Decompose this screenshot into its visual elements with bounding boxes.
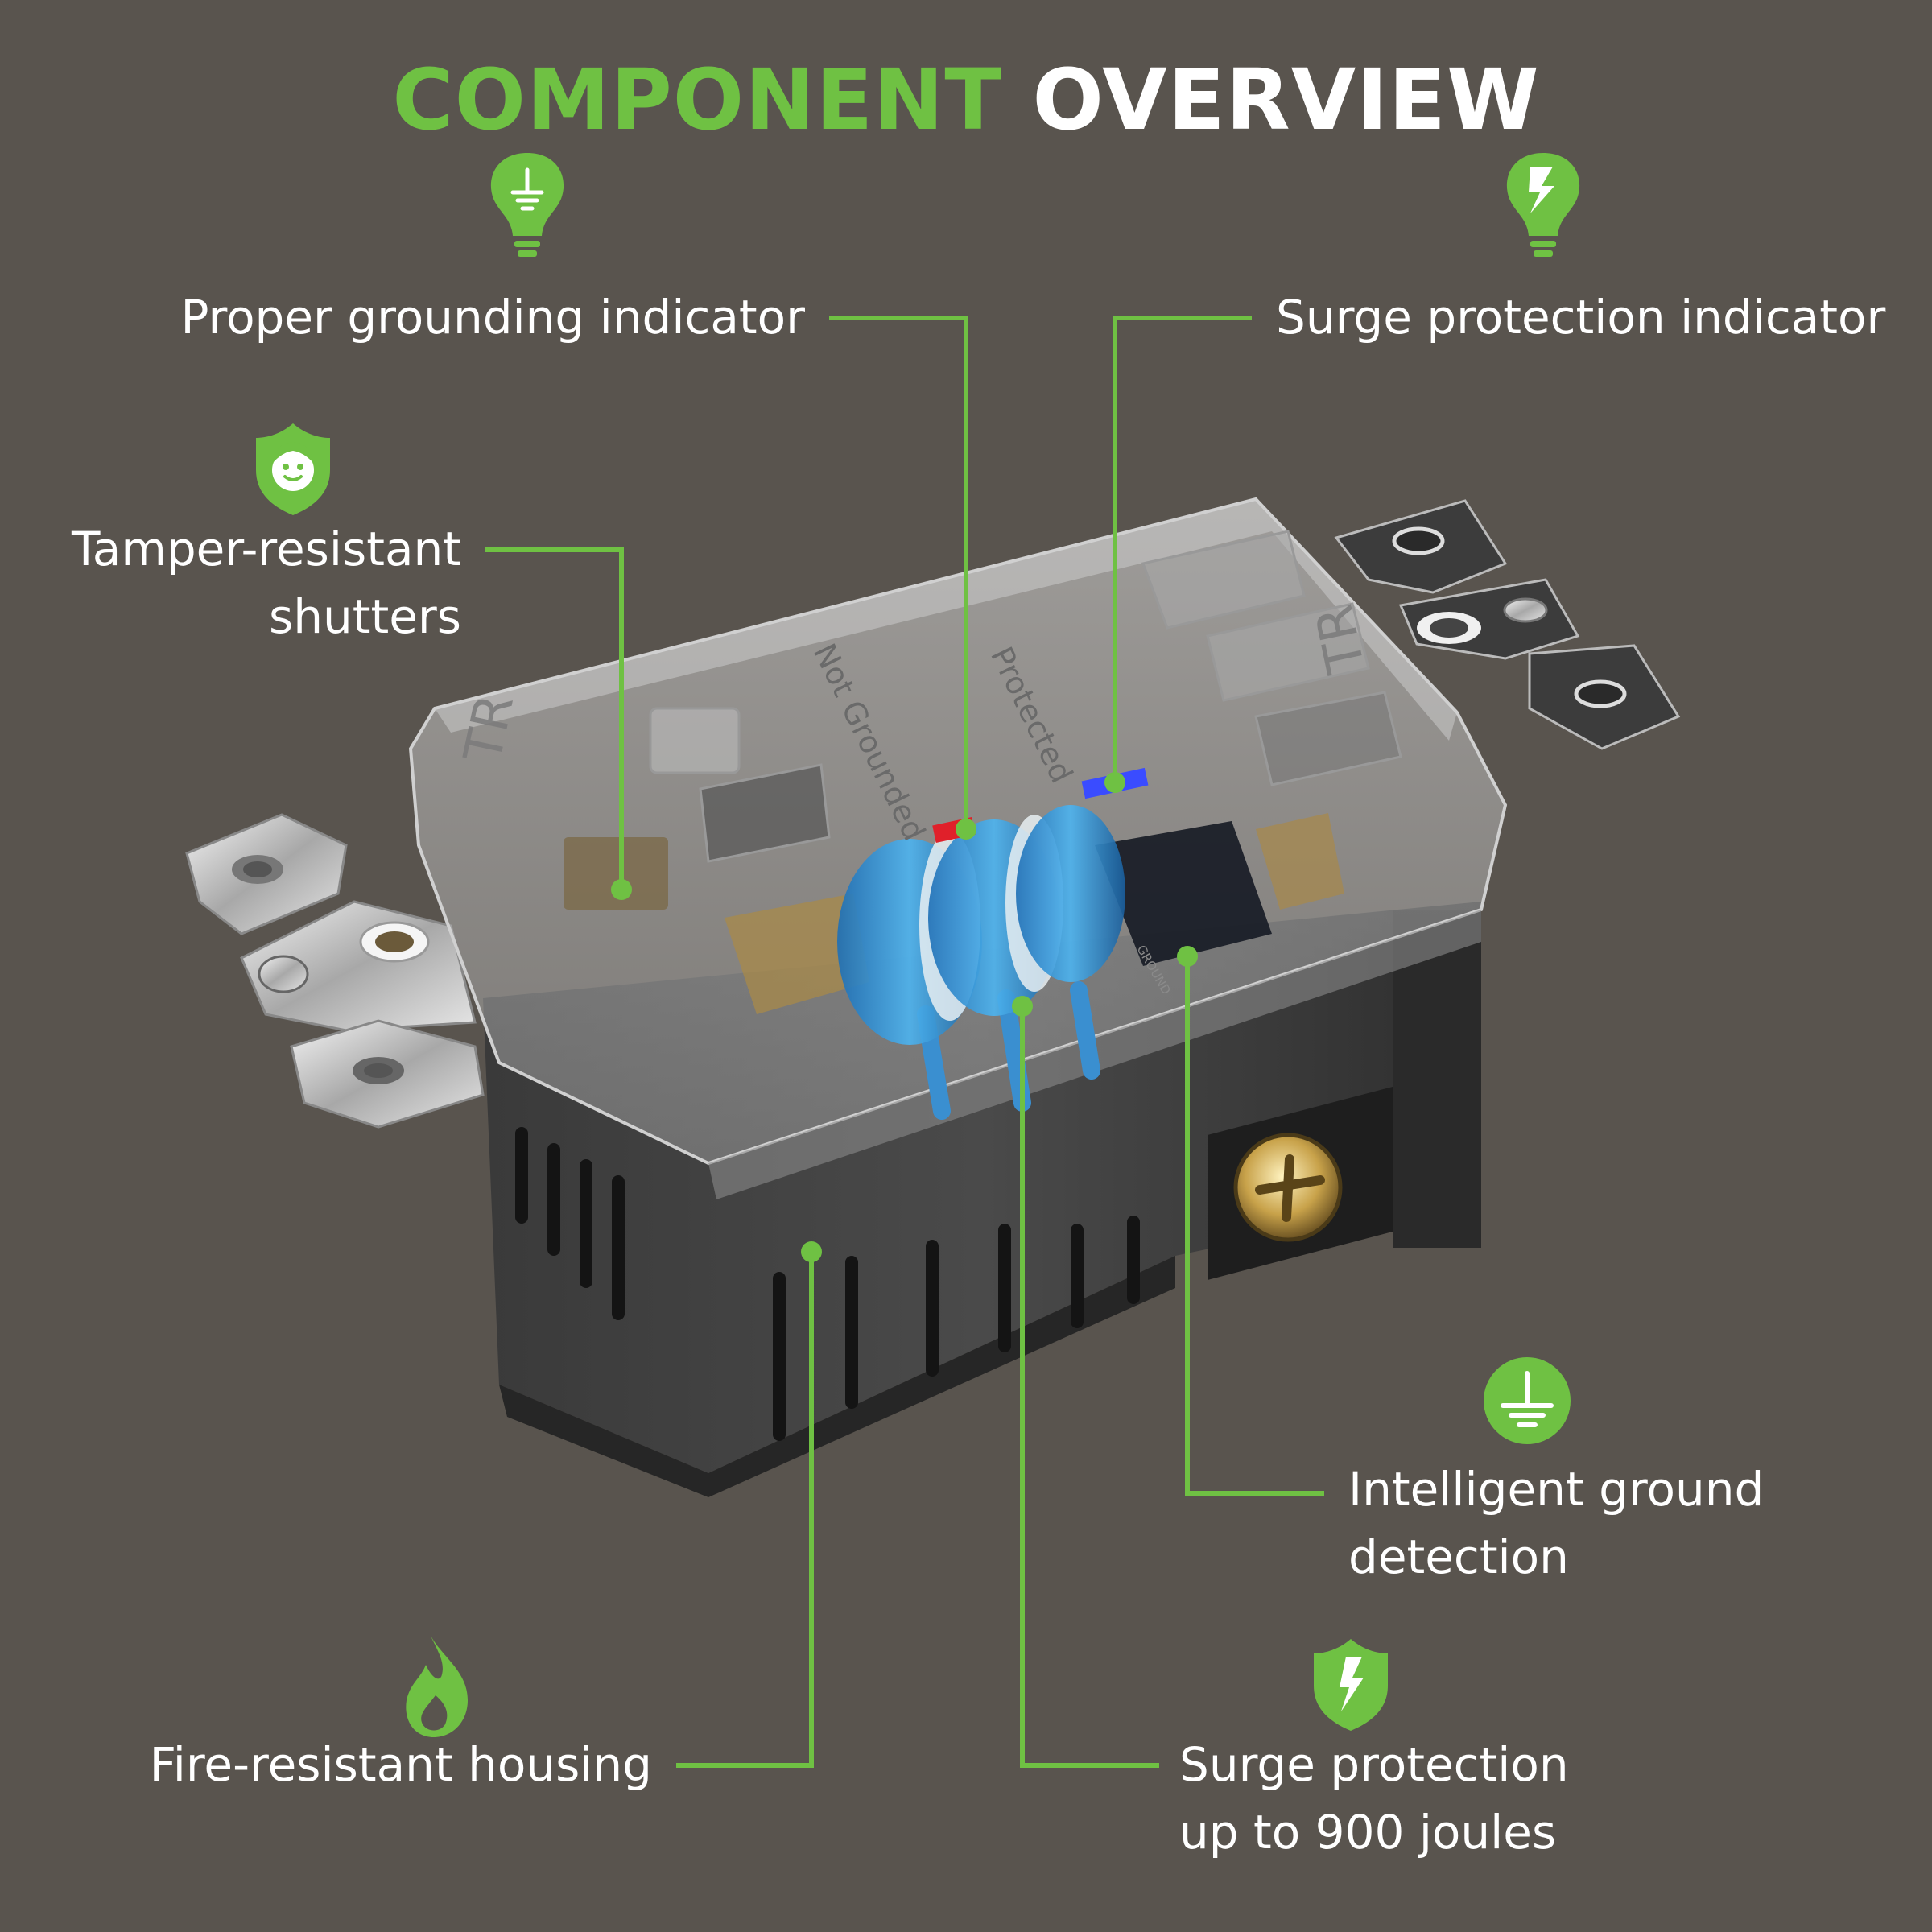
shield-child-icon xyxy=(256,423,330,515)
housing-vent-slot xyxy=(1127,1216,1140,1304)
label-tamper-shutters: Tamper-resistant shutters xyxy=(72,515,461,650)
shield-bolt-icon xyxy=(1314,1639,1388,1731)
dot-surge-indicator xyxy=(1104,772,1125,793)
tamper-shutters-line2: shutters xyxy=(269,589,461,644)
leader-tamper-shutters xyxy=(485,547,624,890)
leader-surge-indicator xyxy=(1113,316,1252,782)
dot-ground-detection xyxy=(1177,946,1198,967)
ground-detection-line2: detection xyxy=(1348,1530,1569,1584)
housing-vent-slot xyxy=(515,1127,528,1224)
ground-circle-icon xyxy=(1484,1357,1571,1444)
grounding-indicator-text: Proper grounding indicator xyxy=(180,290,805,345)
faceplate-tr-right: TR xyxy=(1305,600,1377,679)
dot-fire-housing xyxy=(801,1241,822,1262)
label-surge-protection: Surge protection up to 900 joules xyxy=(1179,1731,1569,1866)
housing-vents xyxy=(515,1127,1140,1441)
label-grounding-indicator: Proper grounding indicator xyxy=(181,283,805,351)
dot-tamper-shutters xyxy=(611,879,632,900)
housing-vent-slot xyxy=(845,1256,858,1409)
housing-vent-slot xyxy=(998,1224,1011,1352)
housing-vent-slot xyxy=(580,1159,592,1288)
fire-housing-text: Fire-resistant housing xyxy=(149,1737,652,1792)
leader-dots xyxy=(611,772,1198,1262)
leader-fire-housing xyxy=(676,1252,814,1768)
surge-indicator-text: Surge protection indicator xyxy=(1276,290,1886,345)
housing-vent-slot xyxy=(612,1175,625,1320)
flame-icon xyxy=(406,1636,468,1737)
ground-detection-line1: Intelligent ground xyxy=(1348,1462,1765,1517)
label-surge-indicator: Surge protection indicator xyxy=(1276,283,1885,351)
leader-lines xyxy=(485,316,1324,1768)
surge-protection-line1: Surge protection xyxy=(1179,1737,1569,1792)
label-ground-detection: Intelligent ground detection xyxy=(1348,1455,1764,1591)
bulb-ground-icon xyxy=(490,153,564,257)
mounting-strap-right xyxy=(1334,499,1681,750)
housing-vent-slot xyxy=(547,1143,560,1256)
leader-grounding-indicator xyxy=(829,316,968,829)
surge-protection-line2: up to 900 joules xyxy=(1179,1805,1557,1860)
dot-grounding-indicator xyxy=(956,819,976,840)
dot-surge-protection xyxy=(1012,996,1033,1017)
faceplate-tr-left: TR xyxy=(453,689,526,768)
housing-vent-slot xyxy=(926,1240,939,1377)
tamper-shutters-line1: Tamper-resistant xyxy=(71,522,461,576)
housing-vent-slot xyxy=(773,1272,786,1441)
leader-ground-detection xyxy=(1185,956,1324,1496)
ground-terminal xyxy=(1208,1087,1393,1280)
bulb-bolt-icon xyxy=(1506,153,1580,257)
page-title: COMPONENT OVERVIEW xyxy=(0,58,1932,142)
housing-vent-slot xyxy=(1071,1224,1084,1328)
mounting-strap-left xyxy=(185,813,485,1129)
leader-surge-protection xyxy=(1020,1006,1159,1768)
label-fire-housing: Fire-resistant housing xyxy=(150,1731,652,1798)
title-part2: OVERVIEW xyxy=(1032,51,1540,149)
title-part1: COMPONENT xyxy=(392,51,1003,149)
surge-mov-stack xyxy=(837,805,1125,1120)
